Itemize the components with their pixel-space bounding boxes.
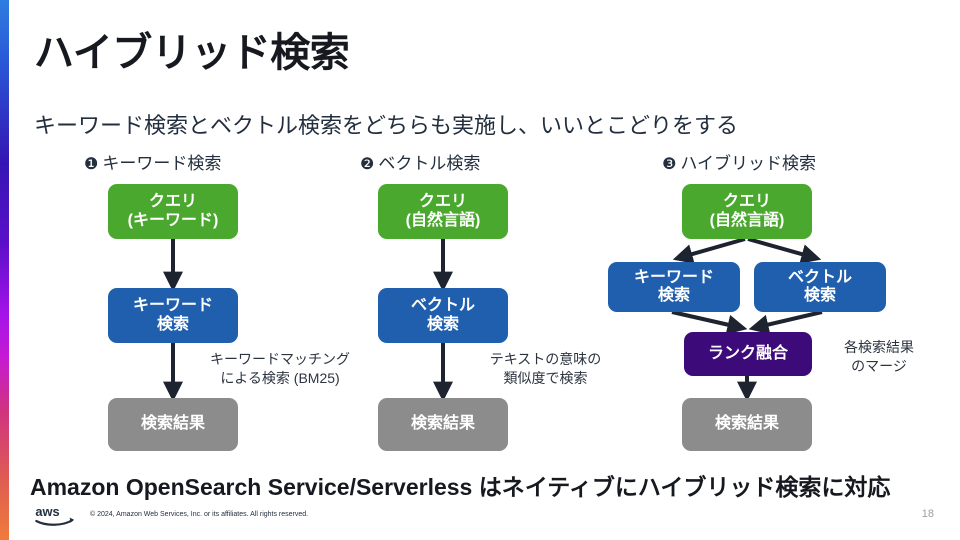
column-header-label-1: キーワード検索 [102, 154, 222, 173]
node-search-result-3[interactable]: 検索結果 [682, 398, 812, 451]
node-query-keyword[interactable]: クエリ (キーワード) [108, 184, 238, 239]
annotation-merge-results: 各検索結果 のマージ [844, 339, 914, 374]
accent-gradient-bar [0, 0, 9, 540]
node-vector-search[interactable]: ベクトル 検索 [378, 288, 508, 343]
node-query-natural-language-3[interactable]: クエリ (自然言語) [682, 184, 812, 239]
column-number-2-icon: ❷ [360, 156, 375, 173]
svg-text:aws: aws [35, 504, 59, 519]
aws-logo-icon: aws [35, 504, 74, 526]
node-search-result-2[interactable]: 検索結果 [378, 398, 508, 451]
node-query-natural-language-2[interactable]: クエリ (自然言語) [378, 184, 508, 239]
node-search-result-1[interactable]: 検索結果 [108, 398, 238, 451]
node-hybrid-vector-search[interactable]: ベクトル 検索 [754, 262, 886, 312]
column-number-3-icon: ❸ [662, 156, 677, 173]
column-header-label-3: ハイブリッド検索 [680, 154, 817, 173]
annotation-semantic-similarity: テキストの意味の 類似度で検索 [489, 351, 602, 386]
node-keyword-search[interactable]: キーワード 検索 [108, 288, 238, 343]
node-hybrid-keyword-search[interactable]: キーワード 検索 [608, 262, 740, 312]
copyright-text: © 2024, Amazon Web Services, Inc. or its… [90, 511, 309, 518]
column-header-label-2: ベクトル検索 [378, 154, 481, 173]
page-subtitle: キーワード検索とベクトル検索をどちらも実施し、いいとこどりをする [34, 113, 739, 138]
page-number: 18 [921, 508, 934, 520]
node-rank-fusion[interactable]: ランク融合 [684, 332, 812, 376]
page-title: ハイブリッド検索 [34, 31, 350, 75]
annotation-keyword-matching: キーワードマッチング による検索 (BM25) [210, 351, 350, 386]
footer-statement: Amazon OpenSearch Service/Serverless はネイ… [30, 474, 891, 500]
column-number-1-icon: ❶ [84, 156, 99, 173]
